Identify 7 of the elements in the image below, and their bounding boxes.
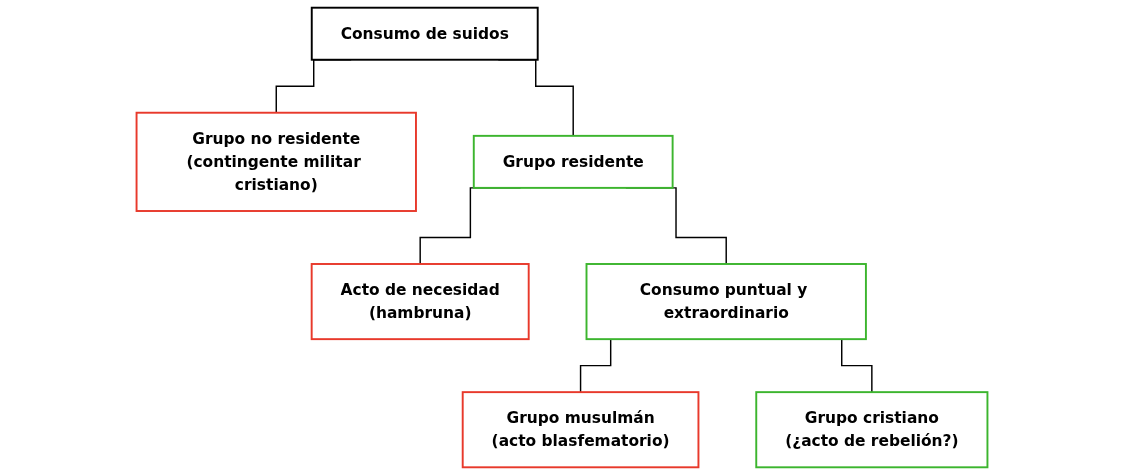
node-box: Grupo no residente (contingente militar cristiano) xyxy=(135,111,417,212)
node-box: Grupo cristiano (¿acto de rebelión?) xyxy=(755,391,989,469)
node-box: Consumo puntual y extraordinario xyxy=(585,263,867,341)
node-box: Acto de necesidad (hambruna) xyxy=(310,263,530,341)
node-box: Grupo residente xyxy=(472,134,674,189)
node-box: Consumo de suidos xyxy=(310,6,539,61)
node-box: Grupo musulmán (acto blasfematorio) xyxy=(461,391,700,469)
